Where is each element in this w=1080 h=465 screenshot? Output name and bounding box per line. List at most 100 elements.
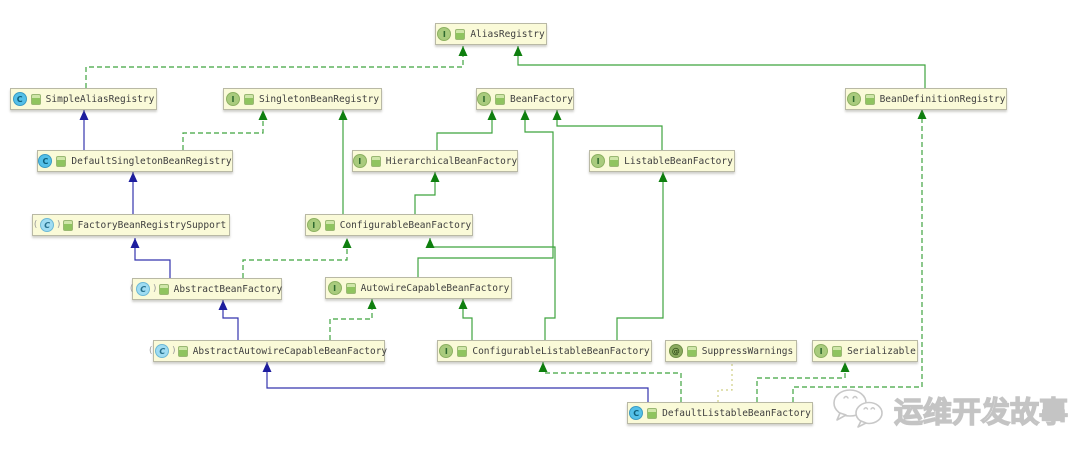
arrowhead-extends (520, 110, 530, 120)
class-node-SimpleAliasRegistry[interactable]: C SimpleAliasRegistry (10, 88, 157, 110)
abstract-paren: ) (171, 346, 177, 356)
interface-icon: I (439, 344, 454, 358)
arrowhead-implements (367, 299, 377, 309)
class-node-SuppressWarnings[interactable]: @SuppressWarnings (665, 340, 797, 362)
edge-ListableBeanFactory-to-BeanFactory (556, 110, 663, 150)
arrowhead-extends (552, 110, 562, 120)
class-node-BeanDefinitionRegistry[interactable]: I BeanDefinitionRegistry (845, 88, 1007, 110)
edge-DefaultListableBeanFactory-to-ConfigurableListableBeanFactory (542, 362, 682, 402)
arrowhead-implements (538, 362, 548, 372)
arrowhead-implements (258, 110, 268, 120)
interface-icon: I (437, 27, 452, 41)
abstract-class-icon: C (40, 218, 55, 232)
class-node-AliasRegistry[interactable]: I AliasRegistry (435, 23, 547, 45)
public-modifier-icon (686, 345, 697, 357)
class-icon: C (38, 154, 53, 168)
arrowhead-implements (458, 46, 468, 56)
class-node-Serializable[interactable]: I Serializable (812, 340, 918, 362)
interface-icon: I (846, 92, 861, 106)
class-name-label: FactoryBeanRegistrySupport (77, 219, 227, 231)
class-node-ListableBeanFactory[interactable]: I ListableBeanFactory (589, 150, 735, 172)
edge-AbstractBeanFactory-to-ConfigurableBeanFactory (242, 238, 348, 278)
class-name-label: BeanDefinitionRegistry (879, 93, 1006, 105)
class-name-label: ConfigurableListableBeanFactory (472, 345, 650, 357)
edge-DefaultListableBeanFactory-to-AbstractAutowireCapableBeanFactory (266, 362, 649, 402)
class-name-label: AbstractBeanFactory (173, 283, 283, 295)
class-name-label: HierarchicalBeanFactory (385, 155, 518, 167)
edge-ConfigurableBeanFactory-to-HierarchicalBeanFactory (414, 172, 436, 214)
public-modifier-icon (864, 93, 875, 105)
edge-AutowireCapableBeanFactory-to-BeanFactory (417, 110, 554, 277)
public-modifier-icon (647, 407, 658, 419)
class-name-label: ListableBeanFactory (624, 155, 733, 167)
arrowhead-extends (458, 299, 468, 309)
arrowhead-extends (128, 172, 138, 182)
edge-DefaultListableBeanFactory-to-Serializable (756, 362, 846, 402)
class-name-label: AliasRegistry (470, 28, 545, 40)
class-node-ConfigurableListableBeanFactory[interactable]: I ConfigurableListableBeanFactory (437, 340, 652, 362)
arrowhead-extends (262, 362, 272, 372)
public-modifier-icon (62, 219, 73, 231)
public-modifier-icon (495, 93, 506, 105)
abstract-paren: ) (56, 220, 62, 230)
public-modifier-icon (370, 155, 381, 167)
edge-SimpleAliasRegistry-to-AliasRegistry (85, 46, 464, 88)
class-node-AutowireCapableBeanFactory[interactable]: I AutowireCapableBeanFactory (325, 277, 512, 299)
interface-icon: I (591, 154, 606, 168)
interface-icon: I (477, 92, 492, 106)
edge-BeanDefinitionRegistry-to-AliasRegistry (517, 46, 926, 88)
class-node-DefaultListableBeanFactory[interactable]: C DefaultListableBeanFactory (627, 402, 813, 424)
arrowhead-extends (430, 172, 440, 182)
public-modifier-icon (832, 345, 843, 357)
public-modifier-icon (457, 345, 468, 357)
class-node-AbstractAutowireCapableBeanFactory[interactable]: (C)AbstractAutowireCapableBeanFactory (148, 340, 388, 362)
class-icon: C (12, 92, 27, 106)
class-icon: C (629, 406, 644, 420)
class-name-label: AbstractAutowireCapableBeanFactory (192, 345, 388, 357)
abstract-class-icon: C (155, 344, 170, 358)
public-modifier-icon (345, 282, 356, 294)
public-modifier-icon (30, 93, 41, 105)
class-node-AbstractBeanFactory[interactable]: (C)AbstractBeanFactory (129, 278, 283, 300)
class-node-HierarchicalBeanFactory[interactable]: I HierarchicalBeanFactory (352, 150, 518, 172)
class-node-BeanFactory[interactable]: I BeanFactory (476, 88, 574, 110)
interface-icon: I (327, 281, 342, 295)
class-name-label: SimpleAliasRegistry (45, 93, 155, 105)
arrowhead-extends (338, 110, 348, 120)
edge-DefaultSingletonBeanRegistry-to-SingletonBeanRegistry (182, 110, 264, 150)
abstract-class-icon: C (136, 282, 151, 296)
arrowhead-extends (79, 110, 89, 120)
class-name-label: AutowireCapableBeanFactory (360, 282, 510, 294)
arrowhead-implements (917, 109, 927, 119)
arrowhead-extends (218, 300, 228, 310)
public-modifier-icon (177, 345, 188, 357)
public-modifier-icon (56, 155, 67, 167)
public-modifier-icon (243, 93, 254, 105)
class-name-label: Serializable (847, 345, 916, 357)
edge-AbstractAutowireCapableBeanFactory-to-AutowireCapableBeanFactory (329, 299, 373, 340)
arrowhead-extends (513, 46, 523, 56)
public-modifier-icon (455, 28, 466, 40)
edge-AbstractBeanFactory-to-FactoryBeanRegistrySupport (134, 238, 171, 278)
class-name-label: ConfigurableBeanFactory (339, 219, 472, 231)
edge-DefaultListableBeanFactory-to-BeanDefinitionRegistry (792, 109, 923, 402)
arrowhead-implements (342, 238, 352, 248)
interface-icon: I (352, 154, 367, 168)
interface-icon: I (225, 92, 240, 106)
public-modifier-icon (158, 283, 169, 295)
edge-ConfigurableListableBeanFactory-to-ListableBeanFactory (616, 172, 664, 340)
class-name-label: DefaultSingletonBeanRegistry (71, 155, 232, 167)
interface-icon: I (814, 344, 829, 358)
class-name-label: BeanFactory (510, 93, 573, 105)
class-node-FactoryBeanRegistrySupport[interactable]: (C)FactoryBeanRegistrySupport (32, 214, 230, 236)
class-name-label: SuppressWarnings (701, 345, 794, 357)
class-node-DefaultSingletonBeanRegistry[interactable]: C DefaultSingletonBeanRegistry (37, 150, 233, 172)
class-name-label: DefaultListableBeanFactory (662, 407, 811, 419)
edge-DefaultListableBeanFactory-to-SuppressWarnings (717, 362, 733, 402)
edge-HierarchicalBeanFactory-to-BeanFactory (436, 110, 493, 150)
arrowhead-extends (130, 238, 140, 248)
